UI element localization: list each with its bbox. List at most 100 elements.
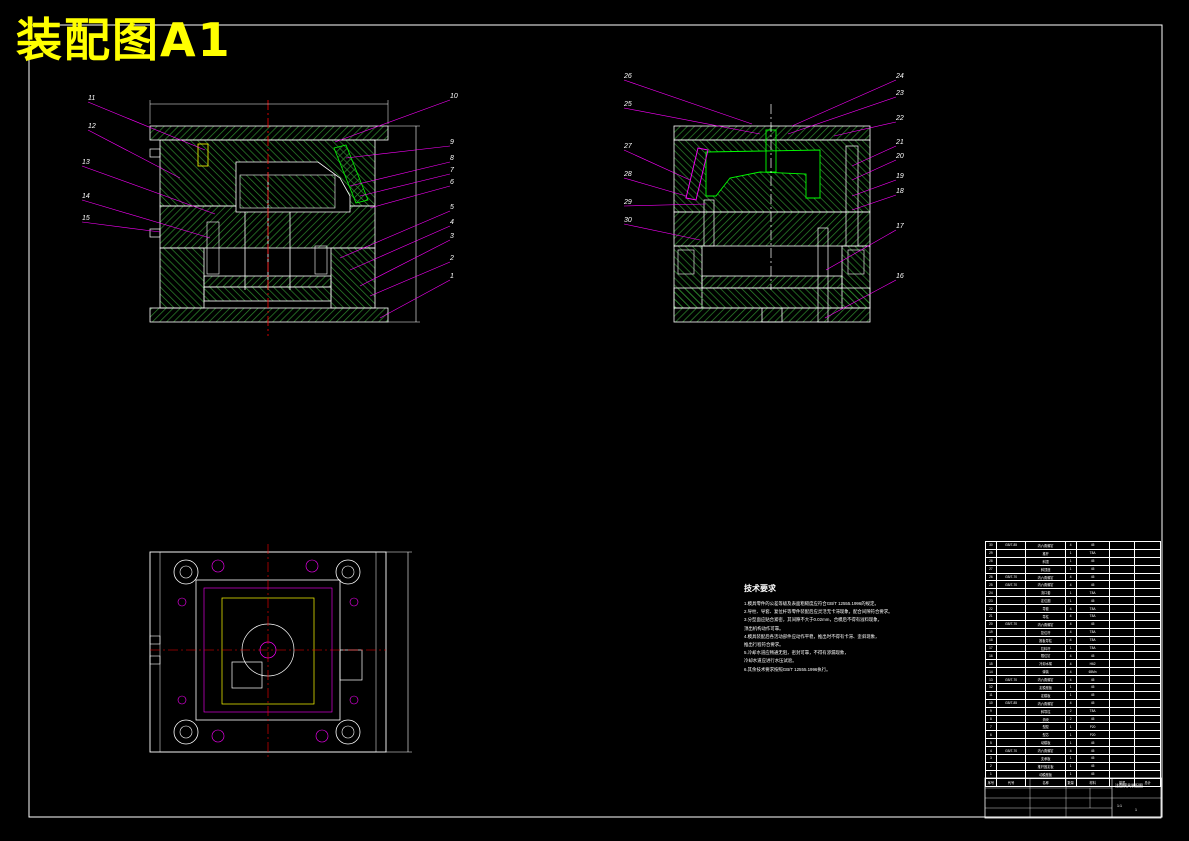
- bom-cell: [1108, 604, 1136, 614]
- title-block: 注塑模具装配图 1:1 1: [985, 778, 1161, 818]
- bom-cell: 45: [1075, 572, 1110, 582]
- screw-hole: [211, 559, 225, 573]
- bom-cell: 4: [1064, 627, 1077, 637]
- bom-cell: 2: [1064, 714, 1077, 724]
- guide-bushing: [173, 559, 199, 585]
- return-spring: [314, 245, 328, 275]
- bom-cell: [1108, 706, 1136, 716]
- bom-cell: 1: [1064, 643, 1077, 653]
- bom-cell: 支承板: [1025, 754, 1066, 763]
- bom-cell: 1: [1064, 754, 1077, 763]
- bom-cell: GB/T-85: [995, 541, 1027, 550]
- bom-cell: P20: [1075, 730, 1110, 740]
- bom-cell: [995, 596, 1027, 606]
- top-plan-view: [149, 544, 412, 760]
- guide-bushing: [173, 719, 199, 745]
- side-slide: [339, 649, 363, 681]
- tech-note-item: 4.模具装配后各活动部件应动作平稳，推出时不得有卡滞、歪斜现象，: [744, 633, 880, 639]
- bom-cell: [1134, 556, 1161, 566]
- return-spring: [847, 249, 865, 275]
- top-clamp-plate: [149, 125, 389, 141]
- bom-cell: 斜顶: [1025, 556, 1066, 566]
- leader-line: [623, 177, 687, 197]
- bom-cell: 内六角螺钉: [1025, 541, 1066, 550]
- bom-cell: 1: [1064, 730, 1077, 740]
- return-spring: [677, 249, 695, 275]
- part-number-label: 15: [82, 215, 90, 222]
- bom-cell: 45: [1075, 714, 1110, 724]
- bom-cell: 导套: [1025, 604, 1066, 614]
- bom-cell: T8A: [1075, 588, 1110, 598]
- tech-notes-list: 1.模具零件的公差等级及表面粗糙度应符合GB/T 12555.1996的规定。2…: [744, 600, 944, 674]
- bom-cell: 8: [985, 714, 997, 724]
- bom-cell: [1108, 675, 1136, 685]
- screw-hole: [315, 729, 329, 743]
- bom-cell: [995, 714, 1027, 724]
- bom-cell: 12: [985, 683, 997, 692]
- bom-cell: [1134, 659, 1161, 669]
- ejector-retainer-plate: [701, 275, 843, 289]
- bom-cell: 6: [985, 730, 997, 740]
- leader-line: [623, 149, 691, 181]
- spacer-block-left: [159, 247, 205, 309]
- part-number-label: 3: [450, 233, 454, 240]
- bom-cell: 定模板: [1025, 690, 1066, 700]
- bom-cell: 滑块: [1025, 714, 1066, 724]
- bom-cell: [1108, 761, 1136, 771]
- leader-line: [369, 261, 451, 297]
- bom-cell: [995, 635, 1027, 645]
- bom-cell: [1108, 572, 1136, 582]
- bom-cell: 4: [1064, 572, 1077, 582]
- bom-cell: [995, 722, 1027, 732]
- bom-cell: GB/T-70: [995, 746, 1027, 756]
- bom-cell: 24: [985, 588, 997, 598]
- bom-cell: [1134, 683, 1161, 692]
- lifter-rod: [703, 199, 715, 247]
- bom-cell: 5: [985, 738, 997, 748]
- bom-cell: [1108, 580, 1136, 590]
- bom-cell: T8A: [1075, 548, 1110, 558]
- bom-cell: 3: [985, 754, 997, 763]
- bom-cell: 型芯: [1025, 730, 1066, 740]
- bom-cell: 20: [985, 619, 997, 629]
- bom-cell: 45: [1075, 564, 1110, 574]
- bom-cell: [1134, 698, 1161, 708]
- bom-cell: 导柱: [1025, 612, 1066, 621]
- leader-line: [369, 185, 451, 209]
- bom-cell: [1134, 761, 1161, 771]
- bom-cell: 13: [985, 675, 997, 685]
- bom-cell: 2: [1064, 706, 1077, 716]
- bom-cell: 4: [1064, 635, 1077, 645]
- leader-line: [359, 173, 451, 197]
- technical-requirements: 技术要求 1.模具零件的公差等级及表面粗糙度应符合GB/T 12555.1996…: [744, 583, 944, 674]
- part-number-label: 19: [896, 173, 904, 180]
- bom-cell: [995, 556, 1027, 566]
- bom-cell: 27: [985, 564, 997, 574]
- bom-cell: 内六角螺钉: [1025, 572, 1066, 582]
- bom-cell: 45: [1075, 738, 1110, 748]
- bom-cell: 11: [985, 690, 997, 700]
- leader-line: [851, 194, 897, 211]
- part-number-label: 20: [895, 153, 904, 160]
- bom-cell: 30: [985, 541, 997, 550]
- bom-cell: [995, 604, 1027, 614]
- bom-cell: 拉料杆: [1025, 643, 1066, 653]
- part-number-label: 12: [88, 123, 96, 130]
- bom-cell: [995, 659, 1027, 669]
- guide-pin: [845, 145, 859, 247]
- bom-cell: 4: [1064, 619, 1077, 629]
- bom-cell: [1108, 754, 1136, 763]
- angle-lifter: [685, 147, 709, 201]
- screw-hole: [211, 729, 225, 743]
